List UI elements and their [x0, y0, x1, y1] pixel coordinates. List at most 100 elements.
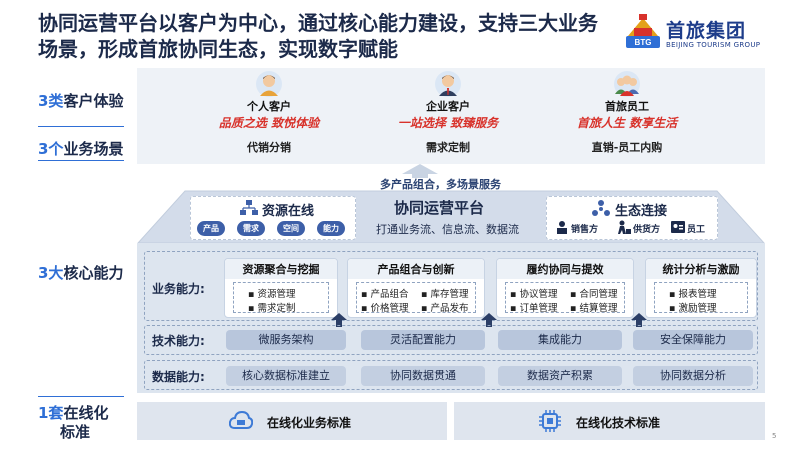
left-label-online-standards: 1套在线化 [38, 402, 108, 423]
tech-item: 灵活配置能力 [361, 330, 485, 350]
biz-item: ▪ 订单管理 [510, 303, 558, 314]
employee-badge-icon [671, 221, 685, 233]
core-num: 3大 [38, 264, 64, 282]
divider [38, 126, 124, 127]
customer-panel: 个人客户 品质之选 致悦体验 代销分销 企业客户 一站选择 致臻服务 需求定制 … [137, 68, 765, 164]
biz-card-title: 资源聚合与挖掘 [225, 259, 337, 279]
resource-pill-capability: 能力 [317, 221, 345, 236]
logo-mark-text: BTG [635, 38, 652, 47]
enterprise-avatar-icon [435, 71, 461, 97]
biz-item: ▪ 需求定制 [248, 303, 296, 314]
biz-card-items: ▪ 产品组合 ▪ 库存管理 ▪ 价格管理 ▪ 产品发布 [356, 282, 476, 314]
cx-text: 客户体验 [63, 92, 124, 110]
biz-card-fulfillment: 履约协同与提效 ▪ 协议管理 ▪ 合同管理 ▪ 订单管理 ▪ 结算管理 [496, 258, 634, 318]
biz-card-product: 产品组合与创新 ▪ 产品组合 ▪ 库存管理 ▪ 价格管理 ▪ 产品发布 [347, 258, 485, 318]
up-arrow-icon [331, 313, 347, 327]
ecology-box [546, 196, 718, 240]
resource-pill-space: 空间 [277, 221, 305, 236]
data-item: 协同数据贯通 [361, 366, 485, 386]
data-row-outline [144, 360, 758, 390]
multi-product-caption: 多产品组合，多场景服务 [380, 178, 501, 191]
divider [38, 160, 124, 161]
customer-name: 个人客户 [247, 100, 291, 113]
page-title: 协同运营平台以客户为中心，通过核心能力建设，支持三大业务场景，形成首旅协同生态，… [38, 11, 598, 61]
core-text: 核心能力 [63, 264, 124, 282]
biz-card-resource: 资源聚合与挖掘 ▪ 资源管理 ▪ 需求定制 [224, 258, 338, 318]
cloud-icon [229, 410, 253, 429]
left-label-online-standards-2: 标准 [60, 423, 91, 441]
online-text: 在线化 [63, 404, 109, 422]
tech-item: 微服务架构 [226, 330, 346, 350]
biz-card-title: 履约协同与提效 [497, 259, 633, 279]
customer-personal: 个人客户 品质之选 致悦体验 代销分销 [189, 68, 349, 164]
cx-num: 3类 [38, 92, 64, 110]
platform-subtitle: 打通业务流、信息流、数据流 [376, 223, 519, 236]
biz-item: ▪ 库存管理 [421, 289, 469, 300]
employees-group-icon [614, 71, 640, 97]
resource-network-icon [240, 200, 258, 215]
biz-item: ▪ 价格管理 [361, 303, 409, 314]
up-arrow-icon [481, 313, 497, 327]
logo-subtitle: BEIJING TOURISM GROUP [666, 41, 761, 49]
scene-num: 3个 [38, 140, 64, 158]
data-item: 协同数据分析 [633, 366, 753, 386]
biz-row-outline [144, 251, 758, 321]
up-arrow-icon [631, 313, 647, 327]
ecology-title: 生态连接 [615, 204, 668, 219]
technical-standard-label: 在线化技术标准 [576, 416, 661, 430]
tech-row-outline [144, 325, 758, 355]
person-avatar-icon [256, 71, 282, 97]
supplier-icon [618, 220, 631, 234]
resource-pill-demand: 需求 [237, 221, 265, 236]
business-standard-box: 在线化业务标准 [137, 402, 447, 440]
chip-icon [539, 410, 561, 432]
biz-card-title: 产品组合与创新 [348, 259, 484, 279]
page-number: 5 [772, 432, 777, 440]
biz-card-items: ▪ 资源管理 ▪ 需求定制 [233, 282, 329, 314]
customer-name: 首旅员工 [605, 100, 649, 113]
resource-online-title: 资源在线 [262, 204, 315, 219]
business-scene: 代销分销 [247, 141, 291, 154]
up-arrow-icon [402, 164, 438, 178]
biz-item: ▪ 激励管理 [669, 303, 717, 314]
business-standard-label: 在线化业务标准 [267, 416, 352, 430]
biz-item: ▪ 产品组合 [361, 289, 409, 300]
scene-text: 业务场景 [63, 140, 124, 158]
ecology-supplier: 供货方 [633, 225, 661, 235]
customer-enterprise: 企业客户 一站选择 致臻服务 需求定制 [368, 68, 528, 164]
platform-title: 协同运营平台 [394, 199, 485, 217]
ecology-seller: 销售方 [571, 225, 599, 235]
business-scene: 需求定制 [426, 141, 470, 154]
left-label-business-scenes: 3个业务场景 [38, 138, 123, 159]
divider [38, 396, 124, 397]
tech-item: 集成能力 [498, 330, 622, 350]
biz-item: ▪ 结算管理 [570, 303, 618, 314]
technical-standard-box: 在线化技术标准 [454, 402, 765, 440]
left-label-customer-experience: 3类客户体验 [38, 90, 123, 111]
biz-item: ▪ 合同管理 [570, 289, 618, 300]
customer-slogan: 品质之选 致悦体验 [218, 116, 320, 130]
logo: BTG 首旅集团 BEIJING TOURISM GROUP [622, 10, 782, 58]
biz-card-title: 统计分析与激励 [646, 259, 756, 279]
biz-item: ▪ 资源管理 [248, 289, 296, 300]
biz-card-analytics: 统计分析与激励 ▪ 报表管理 ▪ 激励管理 [645, 258, 757, 318]
biz-card-items: ▪ 报表管理 ▪ 激励管理 [654, 282, 748, 314]
biz-item: ▪ 报表管理 [669, 289, 717, 300]
biz-capability-label: 业务能力: [152, 282, 205, 296]
customer-slogan: 一站选择 致臻服务 [397, 116, 499, 130]
tech-capability-label: 技术能力: [152, 334, 205, 348]
biz-item: ▪ 协议管理 [510, 289, 558, 300]
resource-pill-product: 产品 [197, 221, 225, 236]
business-scene: 直销-员工内购 [591, 141, 663, 154]
customer-employee: 首旅员工 首旅人生 数享生活 直销-员工内购 [547, 68, 707, 164]
ecology-network-icon [592, 200, 610, 216]
data-item: 核心数据标准建立 [226, 366, 346, 386]
seller-icon [557, 221, 567, 234]
customer-name: 企业客户 [426, 100, 470, 113]
data-item: 数据资产积累 [498, 366, 622, 386]
ecology-employee: 员工 [687, 225, 706, 235]
online-num: 1套 [38, 404, 64, 422]
data-capability-label: 数据能力: [152, 370, 205, 384]
logo-mark-icon: BTG [626, 14, 660, 48]
tech-item: 安全保障能力 [633, 330, 753, 350]
